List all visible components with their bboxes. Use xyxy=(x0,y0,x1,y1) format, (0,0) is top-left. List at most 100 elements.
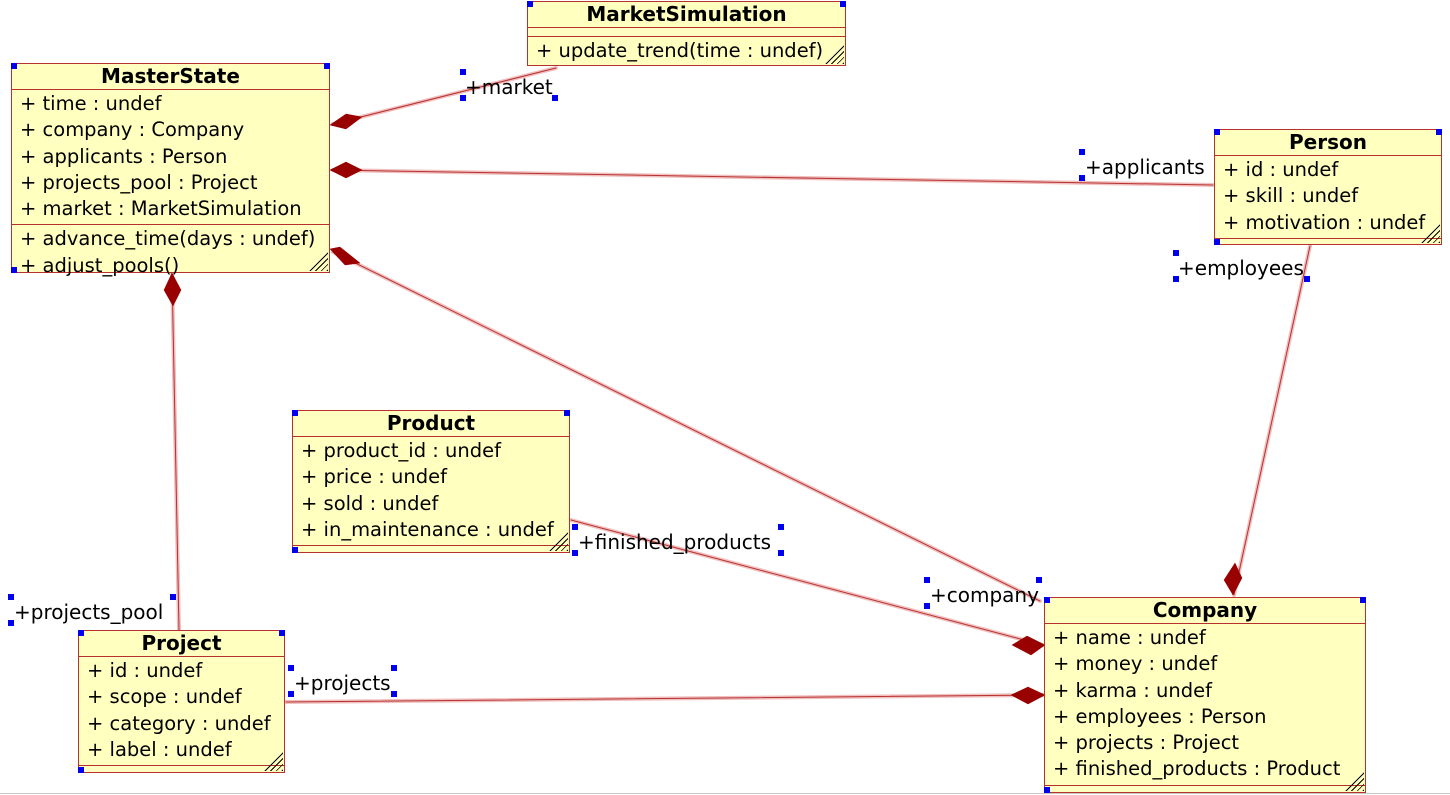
selection-handle[interactable] xyxy=(1214,129,1220,135)
association-projects[interactable] xyxy=(284,693,1045,704)
selection-handle[interactable] xyxy=(1079,149,1085,155)
attribute-row[interactable]: + product_id : undef xyxy=(301,439,502,462)
class-person[interactable]: Person + id : undef + skill : undef + mo… xyxy=(1214,129,1442,245)
selection-handle[interactable] xyxy=(572,550,578,556)
attribute-row[interactable]: + skill : undef xyxy=(1223,184,1359,208)
operation-compartment xyxy=(293,546,569,555)
role-label-finished-products[interactable]: +finished_products xyxy=(572,524,784,556)
operation-compartment: + update_trend(time : undef) xyxy=(528,37,845,64)
selection-handle[interactable] xyxy=(460,95,466,101)
selection-handle[interactable] xyxy=(292,547,298,553)
selection-handle[interactable] xyxy=(1360,597,1366,603)
selection-handle[interactable] xyxy=(8,620,14,626)
attribute-row[interactable]: + projects_pool : Project xyxy=(20,170,258,194)
selection-handle[interactable] xyxy=(292,410,298,416)
selection-handle[interactable] xyxy=(1036,577,1042,583)
selection-handle[interactable] xyxy=(572,524,578,530)
attribute-row[interactable]: + price : undef xyxy=(301,465,447,489)
composition-diamond-projects xyxy=(1010,686,1046,705)
association-employees[interactable] xyxy=(1232,244,1312,597)
operation-compartment xyxy=(79,766,284,775)
attribute-row[interactable]: + money : undef xyxy=(1053,652,1218,676)
role-text: +employees xyxy=(1178,256,1304,280)
attribute-compartment: + name : undef + money : undef + karma :… xyxy=(1045,624,1365,786)
selection-handle[interactable] xyxy=(1044,787,1050,793)
association-applicants[interactable] xyxy=(331,168,1215,187)
selection-handle[interactable] xyxy=(8,594,14,600)
class-name: Project xyxy=(79,631,284,657)
role-label-applicants[interactable]: +applicants xyxy=(1079,149,1205,181)
class-master-state[interactable]: MasterState + time : undef + company : C… xyxy=(11,63,330,277)
attribute-row[interactable]: + name : undef xyxy=(1053,626,1206,649)
selection-handle[interactable] xyxy=(924,577,930,583)
selection-handle[interactable] xyxy=(1214,239,1220,245)
role-label-employees[interactable]: +employees xyxy=(1173,250,1310,282)
selection-handle[interactable] xyxy=(1173,250,1179,256)
role-label-market[interactable]: +market xyxy=(460,69,558,101)
selection-handle[interactable] xyxy=(1436,129,1442,135)
attribute-row[interactable]: + karma : undef xyxy=(1053,678,1212,702)
selection-handle[interactable] xyxy=(11,63,17,69)
association-company[interactable] xyxy=(331,250,1042,603)
attribute-row[interactable]: + applicants : Person xyxy=(20,144,228,168)
role-label-company[interactable]: +company xyxy=(924,577,1042,609)
association-finished-products[interactable] xyxy=(569,518,1045,647)
attribute-row[interactable]: + scope : undef xyxy=(87,685,242,709)
role-text: +applicants xyxy=(1085,155,1205,179)
attribute-row[interactable]: + id : undef xyxy=(1223,158,1339,181)
attribute-row[interactable]: + label : undef xyxy=(87,737,232,761)
selection-handle[interactable] xyxy=(279,630,285,636)
class-project[interactable]: Project + id : undef + scope : undef + c… xyxy=(78,630,285,773)
association-market[interactable] xyxy=(331,66,558,126)
attribute-row[interactable]: + projects : Project xyxy=(1053,731,1240,755)
selection-handle[interactable] xyxy=(1173,276,1179,282)
selection-handle[interactable] xyxy=(778,550,784,556)
attribute-row[interactable]: + company : Company xyxy=(20,118,245,142)
attribute-row[interactable]: + sold : undef xyxy=(301,491,439,515)
attribute-row[interactable]: + employees : Person xyxy=(1053,704,1267,728)
selection-handle[interactable] xyxy=(840,1,846,7)
selection-handle[interactable] xyxy=(170,594,176,600)
selection-handle[interactable] xyxy=(391,665,397,671)
selection-handle[interactable] xyxy=(324,63,330,69)
class-name: Product xyxy=(293,411,569,437)
attribute-row[interactable]: + category : undef xyxy=(87,711,271,735)
attribute-compartment: + id : undef + skill : undef + motivatio… xyxy=(1215,156,1441,239)
selection-handle[interactable] xyxy=(78,767,84,773)
selection-handle[interactable] xyxy=(527,1,533,7)
class-product[interactable]: Product + product_id : undef + price : u… xyxy=(292,410,570,553)
attribute-row[interactable]: + time : undef xyxy=(20,92,162,115)
operation-row[interactable]: + adjust_pools() xyxy=(20,253,180,277)
attribute-row[interactable]: + finished_products : Product xyxy=(1053,757,1341,781)
class-name: Person xyxy=(1215,130,1441,156)
class-market-simulation[interactable]: MarketSimulation + update_trend(time : u… xyxy=(527,1,846,66)
role-text: +company xyxy=(930,583,1039,607)
selection-handle[interactable] xyxy=(1079,175,1085,181)
attribute-compartment: + time : undef + company : Company + app… xyxy=(12,90,329,226)
selection-handle[interactable] xyxy=(460,69,466,75)
selection-handle[interactable] xyxy=(564,410,570,416)
selection-handle[interactable] xyxy=(288,691,294,697)
class-name: Company xyxy=(1045,598,1365,624)
selection-handle[interactable] xyxy=(1044,597,1050,603)
class-company[interactable]: Company + name : undef + money : undef +… xyxy=(1044,597,1366,793)
attribute-row[interactable]: + market : MarketSimulation xyxy=(20,197,302,221)
association-projects-pool[interactable] xyxy=(170,270,181,632)
role-label-projects-pool[interactable]: +projects_pool xyxy=(8,594,176,626)
role-label-projects[interactable]: +projects xyxy=(288,665,397,697)
operation-row[interactable]: + advance_time(days : undef) xyxy=(20,227,316,251)
operation-row[interactable]: + update_trend(time : undef) xyxy=(536,39,824,62)
selection-handle[interactable] xyxy=(11,267,17,273)
selection-handle[interactable] xyxy=(552,95,558,101)
attribute-row[interactable]: + in_maintenance : undef xyxy=(301,517,554,541)
selection-handle[interactable] xyxy=(391,691,397,697)
selection-handle[interactable] xyxy=(1304,276,1310,282)
selection-handle[interactable] xyxy=(78,630,84,636)
class-name: MarketSimulation xyxy=(528,2,845,28)
attribute-row[interactable]: + motivation : undef xyxy=(1223,210,1426,234)
selection-handle[interactable] xyxy=(288,665,294,671)
selection-handle[interactable] xyxy=(924,603,930,609)
selection-handle[interactable] xyxy=(778,524,784,530)
attribute-row[interactable]: + id : undef xyxy=(87,659,203,682)
